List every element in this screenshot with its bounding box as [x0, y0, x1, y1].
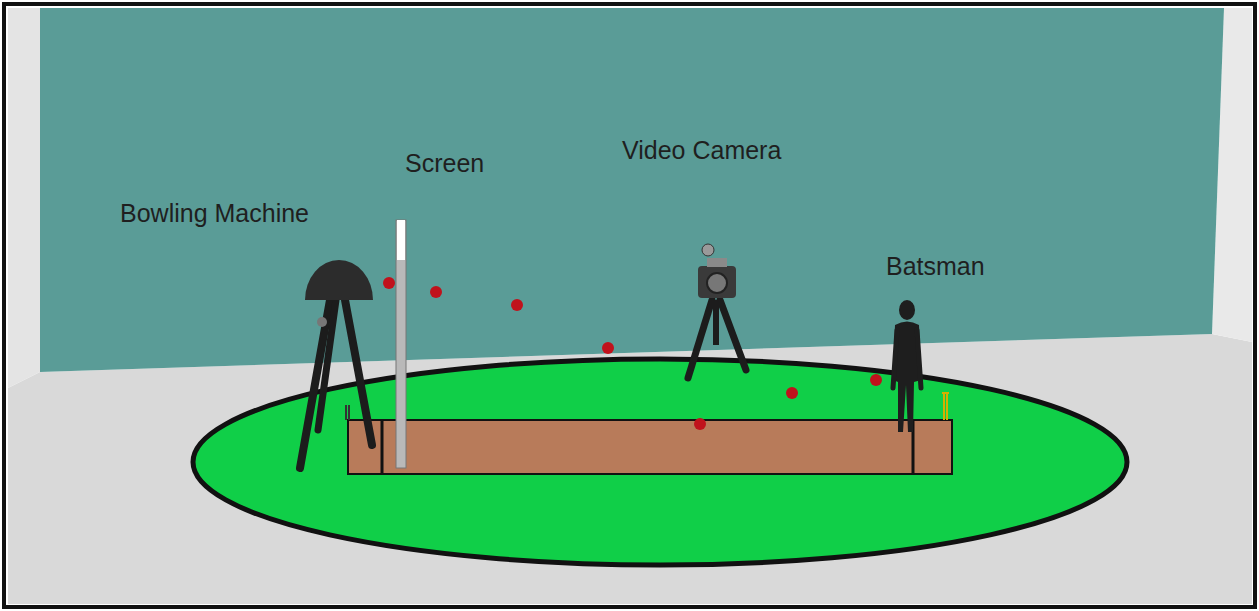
part-label: Video Camera [622, 135, 781, 165]
ball-trajectory [383, 277, 882, 430]
left-wall [8, 8, 40, 388]
part-label: Batsman [886, 251, 985, 281]
part-label: Screen [405, 148, 484, 178]
back-wall [40, 8, 1224, 372]
wicket [942, 393, 949, 420]
floor [8, 334, 1252, 604]
bowling-machine [300, 260, 373, 468]
wicket [346, 405, 349, 420]
part-label: Bowling Machine [120, 198, 309, 228]
pitch [348, 420, 952, 474]
screen [396, 220, 406, 468]
batsman [893, 300, 921, 432]
video-camera [688, 244, 746, 378]
field [193, 359, 1127, 565]
